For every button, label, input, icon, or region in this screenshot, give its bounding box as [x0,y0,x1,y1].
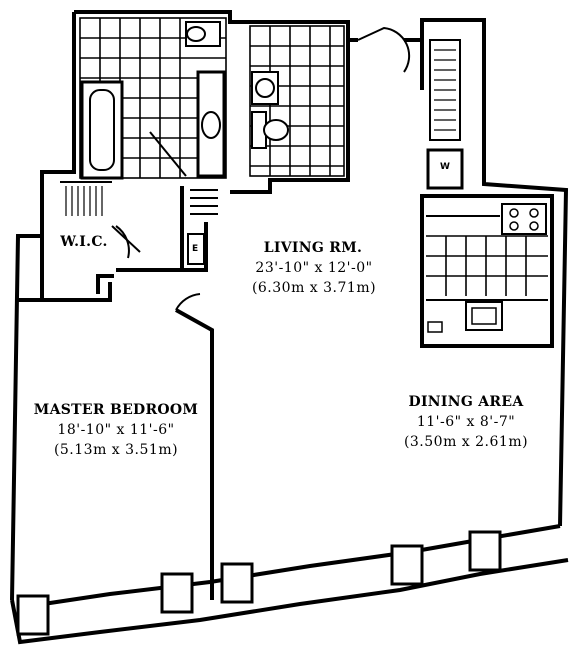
dining-area-name: DINING AREA [408,394,524,410]
cooktop [501,203,547,235]
dining-area-dim-metric: (3.50m x 2.61m) [403,434,529,450]
master-bedroom-dim-metric: (5.13m x 3.51m) [53,442,179,458]
washer-dryer-label: W [440,162,450,172]
sink-right [251,71,279,105]
washer-dryer [426,148,464,190]
bathroom-left [79,17,227,180]
entry-door [357,26,411,73]
master-bedroom-dim-imperial: 18'-10" x 11'-6" [57,422,175,438]
dining-area-dim-imperial: 11'-6" x 8'-7" [416,414,516,430]
living-room-name: LIVING RM. [263,240,363,256]
bedroom-partition [42,268,214,600]
toilet-left [185,21,221,47]
linen-closet [180,186,218,272]
window-piers [16,530,502,636]
living-room-dim-imperial: 23'-10" x 12'-0" [255,260,373,276]
walk-in-closet-name: W.I.C. [60,234,108,250]
closet-unit-label: E [192,244,199,254]
living-room-dim-metric: (6.30m x 3.71m) [251,280,377,296]
toilet-right [251,111,289,149]
master-bedroom-name: MASTER BEDROOM [33,402,199,418]
bathroom-right [249,25,345,177]
entry-closet [429,39,461,141]
kitchen-sink [465,301,503,331]
kitchen [420,194,554,348]
